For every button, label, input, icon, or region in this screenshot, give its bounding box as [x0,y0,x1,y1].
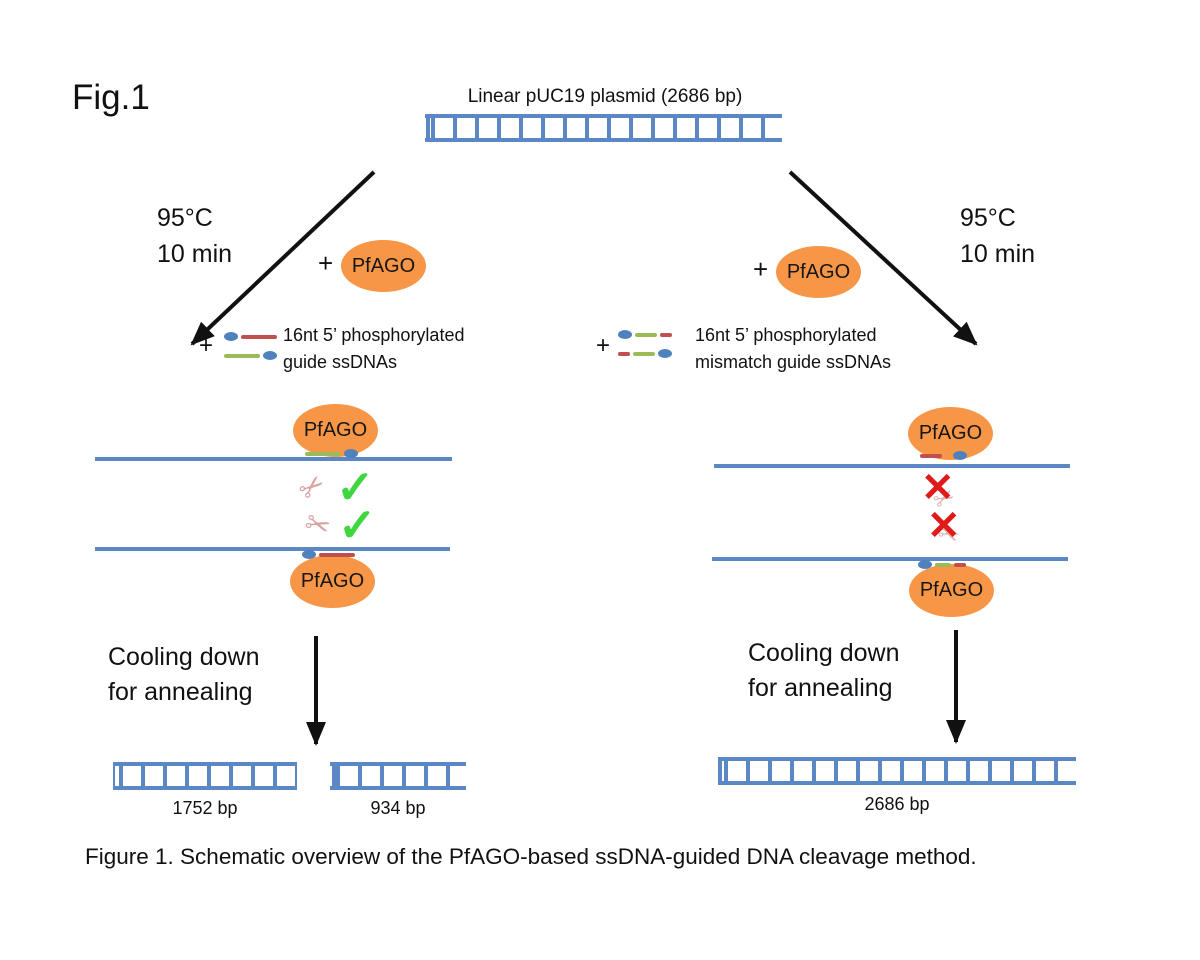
left-guide-icons [224,332,277,360]
plasmid-label: Linear pUC19 plasmid (2686 bp) [467,86,743,107]
left-complex-bottom-pfago: PfAGO [290,555,375,608]
right-complex-bottom-pfago-label: PfAGO [919,579,984,601]
figure-label: Fig.1 [72,78,150,117]
figure-caption: Figure 1. Schematic overview of the PfAG… [85,844,977,869]
right-guide-line2: mismatch guide ssDNAs [695,352,892,372]
left-top-dna-strand [95,457,452,461]
left-guide-description: 16nt 5’ phosphorylated guide ssDNAs [283,322,464,376]
guide-5p-phosphate-dot [344,449,358,458]
right-temperature: 95°C [960,204,1016,232]
guide-green-strand [305,451,341,456]
guide-green-strand [635,332,657,337]
right-complex-top-pfago-label: PfAGO [918,422,983,444]
left-pfago-plus-sign: + [318,248,334,278]
product-934bp-ladder [330,762,466,790]
product-2686bp-label: 2686 bp [864,794,930,814]
right-complex-top-pfago: PfAGO [908,407,993,460]
left-temperature: 95°C [157,204,213,232]
guide-5p-phosphate-dot [302,550,316,559]
left-top-bound-guide [305,449,358,458]
left-guides-plus-sign: + [199,332,214,359]
guide-5p-phosphate-dot [263,351,277,360]
left-cooling-line2: for annealing [108,678,253,706]
left-time: 10 min [157,240,233,268]
right-cooling-line1: Cooling down [748,639,900,667]
right-pfago-label: PfAGO [786,260,851,283]
left-complex-top-pfago: PfAGO [293,404,378,457]
no-cut-cross-icon: ✕ [927,504,961,548]
guide-5p-phosphate-dot [918,560,932,569]
left-bottom-bound-guide [302,550,355,559]
left-guide-line1: 16nt 5’ phosphorylated [283,325,465,345]
plasmid-dna-ladder [425,114,782,142]
guide-red-strand [319,552,355,557]
left-guide-line2: guide ssDNAs [283,352,398,372]
scissors-icon: ✂ [300,505,335,546]
no-cut-cross-icon: ✕ [921,466,955,510]
right-guides-plus-sign: + [596,332,611,359]
left-complex-top-pfago-label: PfAGO [303,419,368,441]
right-guide-description: 16nt 5’ phosphorylated mismatch guide ss… [695,322,891,376]
right-bottom-dna-strand [712,557,1068,561]
guide-green-strand [935,562,951,567]
right-condition: 95°C 10 min [960,200,1035,272]
guide-5p-phosphate-dot [953,451,967,460]
right-pfago-blob: PfAGO [776,246,861,298]
right-cooling-label: Cooling down for annealing [748,636,900,706]
guide-5p-phosphate-dot [658,349,672,358]
right-top-dna-strand [714,464,1070,468]
product-2686bp-ladder [718,757,1076,785]
right-guide-line1: 16nt 5’ phosphorylated [695,325,877,345]
mismatch-guide-forward-icon [618,330,672,339]
check-icon: ✓ [336,461,375,513]
product-1752bp-ladder [113,762,297,790]
left-complex-bottom-pfago-label: PfAGO [300,570,365,592]
right-guide-icons [618,330,672,358]
guide-green-strand [224,353,260,358]
product-1752bp-label: 1752 bp [172,798,238,818]
left-cooling-label: Cooling down for annealing [108,640,260,710]
guide-5p-phosphate-dot [618,330,632,339]
left-pfago-blob: PfAGO [341,240,426,292]
mismatch-guide-reverse-icon [618,349,672,358]
left-pfago-label: PfAGO [351,254,416,277]
guide-mismatch-red-strand [660,332,672,337]
guide-reverse-ssdna-icon [224,351,277,360]
right-cooling-line2: for annealing [748,674,893,702]
guide-mismatch-red-strand [920,453,942,458]
left-condition: 95°C 10 min [157,200,232,272]
scissors-icon: ✂ [292,466,333,509]
guide-green-strand [633,351,655,356]
guide-forward-ssdna-icon [224,332,277,341]
right-bottom-bound-guide [918,560,966,569]
right-complex-bottom-pfago: PfAGO [909,564,994,617]
guide-5p-phosphate-dot [224,332,238,341]
guide-mismatch-red-strand [954,562,966,567]
right-top-bound-guide [920,451,967,460]
guide-red-strand [241,334,277,339]
right-time: 10 min [960,240,1036,268]
left-bottom-dna-strand [95,547,450,551]
product-934bp-label: 934 bp [370,798,426,818]
right-pfago-plus-sign: + [753,254,769,284]
guide-mismatch-red-strand [618,351,630,356]
left-cooling-line1: Cooling down [108,643,260,671]
check-icon: ✓ [338,499,377,551]
